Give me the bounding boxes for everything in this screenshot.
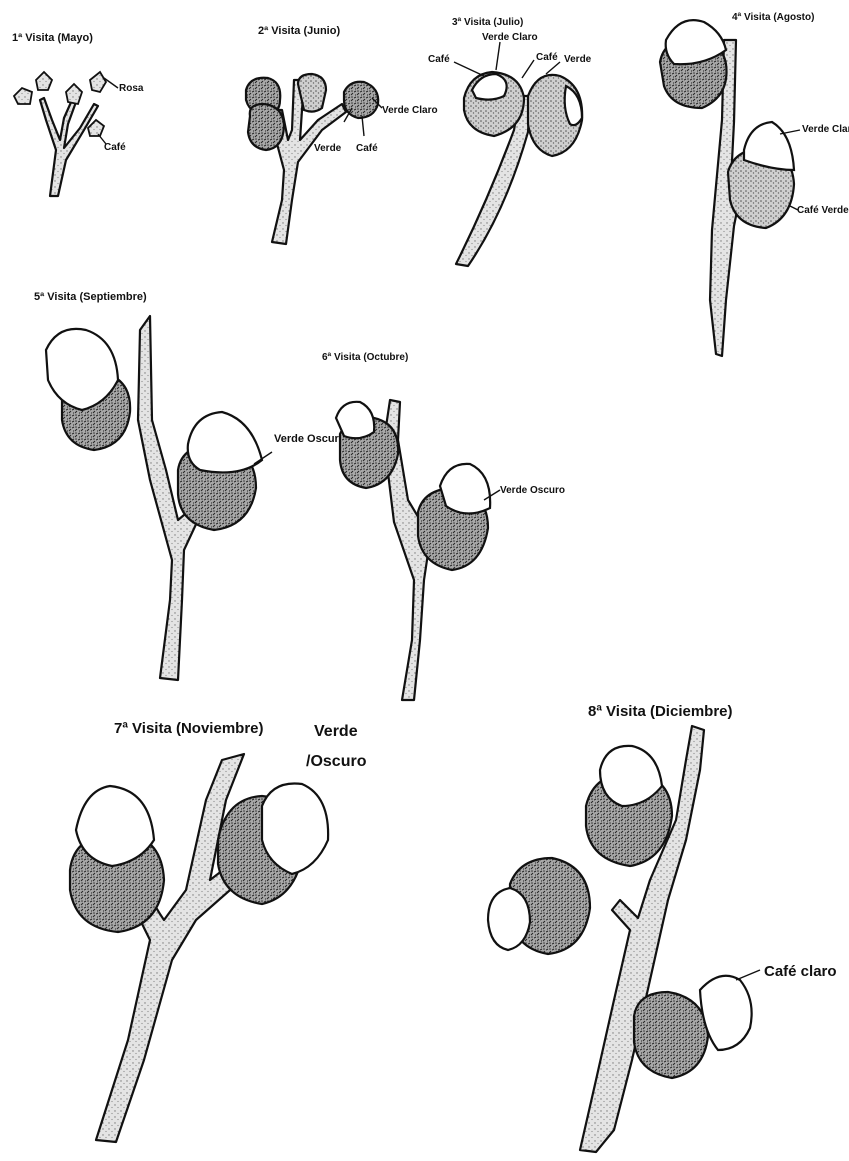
panel-3-acorn-nut bbox=[565, 86, 582, 125]
panel-3-label-verde: Verde bbox=[564, 54, 592, 65]
panel-7-label-oscuro: /Oscuro bbox=[306, 753, 367, 770]
panel-6-acorn-nut bbox=[336, 402, 374, 438]
panel-3: 3ª Visita (Julio) Café Verde Claro Café … bbox=[428, 17, 592, 266]
panel-6-acorn-nut bbox=[440, 464, 490, 514]
panel-3-label-cafe-2: Café bbox=[536, 52, 558, 63]
panel-4-title: 4ª Visita (Agosto) bbox=[732, 12, 814, 23]
panel-2-leader bbox=[362, 116, 364, 136]
panel-8-leader bbox=[736, 970, 760, 980]
panel-3-label-cafe: Café bbox=[428, 54, 450, 65]
panel-4-label-cafe-verde: Café Verde bbox=[797, 205, 849, 216]
panel-1-bud bbox=[14, 88, 32, 104]
panel-4-label-verde: Verde Claro bbox=[802, 124, 849, 135]
panel-3-title: 3ª Visita (Julio) bbox=[452, 17, 523, 28]
panel-7-title: 7ª Visita (Noviembre) bbox=[114, 720, 264, 737]
panel-5: 5ª Visita (Septiembre) Verde Oscuro bbox=[34, 291, 346, 680]
panel-5-acorn-nut bbox=[188, 412, 262, 472]
panel-1-label-rosa: Rosa bbox=[119, 83, 144, 94]
panel-5-title: 5ª Visita (Septiembre) bbox=[34, 291, 147, 303]
panel-7-label-verde: Verde bbox=[314, 723, 358, 740]
panel-1-bud bbox=[88, 120, 104, 136]
panel-4-label-verde-claro: Verde Claro bbox=[802, 124, 849, 135]
panel-1-label-cafe: Café bbox=[104, 142, 126, 153]
panel-5-label-verde-oscuro: Verde Oscuro bbox=[274, 433, 346, 445]
panel-8-acorn bbox=[634, 992, 708, 1078]
panel-3-label-verde-claro: Verde Claro bbox=[482, 32, 538, 43]
panel-3-leader bbox=[496, 42, 500, 70]
panel-3-leader bbox=[546, 62, 560, 74]
panel-8-acorn-nut bbox=[488, 888, 530, 950]
panel-1-twig bbox=[40, 98, 98, 196]
panel-2-label-verde-claro: Verde Claro bbox=[382, 105, 438, 116]
panel-6: 6ª Visita (Octubre) Verde Oscuro bbox=[322, 352, 565, 700]
panel-2-label-cafe: Café bbox=[356, 143, 378, 154]
panel-4: 4ª Visita (Agosto) Verde Claro Café Verd… bbox=[660, 12, 849, 356]
panel-8-label-cafe-claro: Café claro bbox=[764, 963, 837, 980]
panel-8-title: 8ª Visita (Diciembre) bbox=[588, 703, 733, 720]
panel-6-label-verde-oscuro: Verde Oscuro bbox=[500, 485, 565, 496]
panel-1-bud bbox=[36, 72, 52, 90]
panel-4-acorn-nut bbox=[744, 122, 794, 170]
panel-2-acorn bbox=[298, 74, 326, 112]
panel-2-title: 2ª Visita (Junio) bbox=[258, 25, 340, 37]
panel-1-bud bbox=[66, 84, 82, 104]
panel-3-leader bbox=[522, 60, 534, 78]
panel-2-label-verde: Verde bbox=[314, 143, 342, 154]
panel-7: 7ª Visita (Noviembre) Verde /Oscuro bbox=[70, 720, 367, 1142]
panel-2-acorn bbox=[248, 104, 284, 150]
panel-7-acorn-nut bbox=[76, 786, 154, 866]
panel-8: 8ª Visita (Diciembre) Café claro bbox=[488, 703, 837, 1152]
panel-2-label-verde: Verde Claro bbox=[382, 105, 438, 116]
panel-2: 2ª Visita (Junio) Verde Café Verde Claro bbox=[246, 25, 438, 244]
panel-1-title: 1ª Visita (Mayo) bbox=[12, 32, 93, 44]
panel-1: 1ª Visita (Mayo) Rosa Café bbox=[12, 32, 144, 196]
panel-1-bud bbox=[90, 72, 106, 92]
panel-7-acorn-nut bbox=[262, 783, 328, 874]
panel-3-leader bbox=[454, 62, 484, 76]
panel-6-title: 6ª Visita (Octubre) bbox=[322, 352, 408, 363]
